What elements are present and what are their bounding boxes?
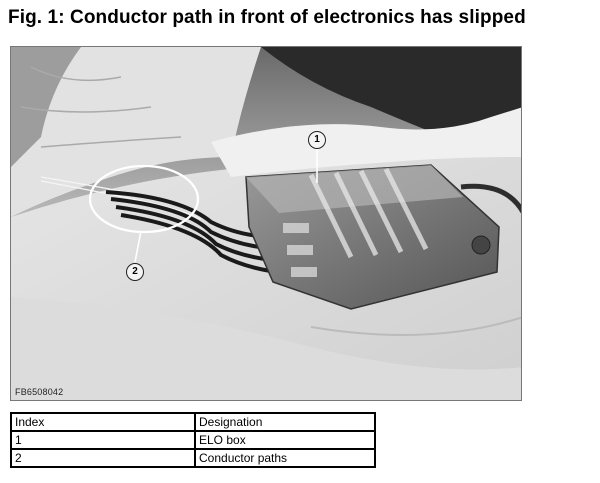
table-row: 2 Conductor paths [10, 448, 376, 468]
legend-table: Index Designation 1 ELO box 2 Conductor … [10, 412, 376, 468]
header-designation: Designation [194, 412, 376, 432]
table-row: 1 ELO box [10, 430, 376, 450]
legend-header-row: Index Designation [10, 412, 376, 432]
callout-2: 2 [126, 263, 144, 281]
row-index: 1 [10, 430, 196, 450]
photo-illustration [11, 47, 521, 400]
figure-title: Fig. 1: Conductor path in front of elect… [8, 7, 526, 28]
row-designation: ELO box [194, 430, 376, 450]
row-index: 2 [10, 448, 196, 468]
photo-id-label: FB6508042 [15, 387, 64, 397]
callout-1: 1 [308, 131, 326, 149]
figure-photo: 1 2 FB6508042 [10, 46, 522, 401]
row-designation: Conductor paths [194, 448, 376, 468]
header-index: Index [10, 412, 196, 432]
